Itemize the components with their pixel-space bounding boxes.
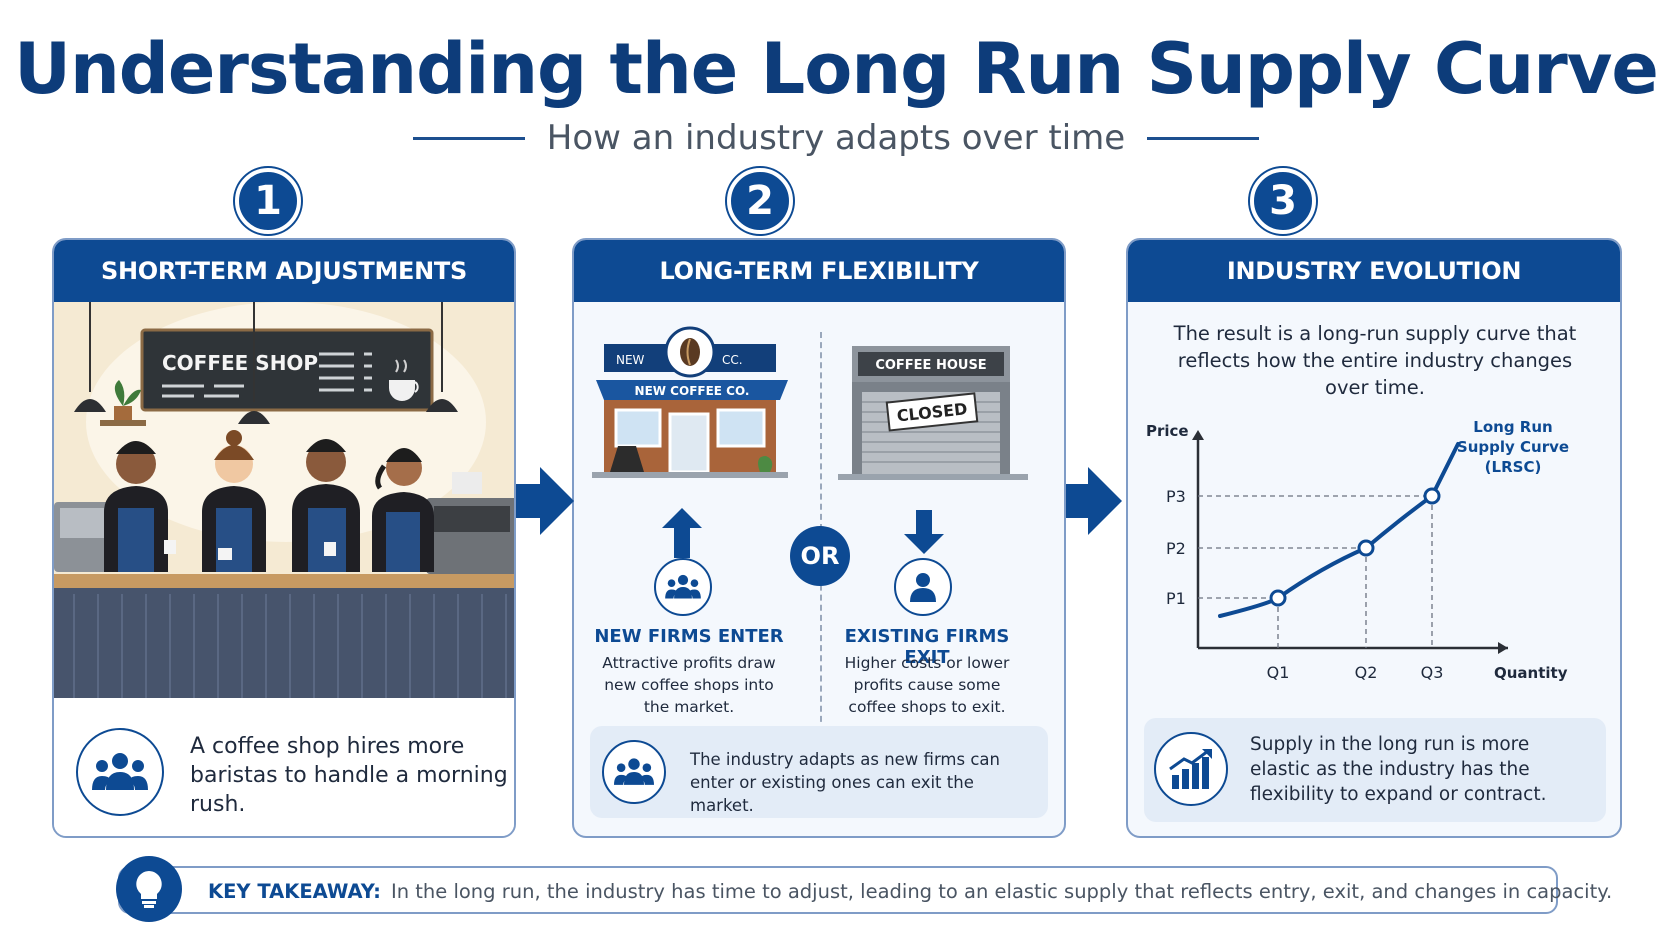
page-subtitle: How an industry adapts over time [546,118,1126,158]
people-group-icon [602,740,666,804]
arrow-down-icon [904,510,944,554]
curve-point [1357,539,1375,557]
lrsc-curve [1218,442,1460,618]
y-tick-label: P1 [1166,589,1186,608]
subtitle-rule-right [1147,136,1260,140]
panel2-note: The industry adapts as new firms can ent… [690,750,1000,815]
menu-board-title: COFFEE SHOP [162,351,318,375]
y-tick-label: P2 [1166,539,1186,558]
panel3-note: Supply in the long run is more elastic a… [1250,734,1547,805]
key-takeaway-label: KEY TAKEAWAY: [208,880,381,903]
step-number-3: 3 [1250,168,1316,234]
subtitle-rule-left [412,136,525,140]
panel-header-long-term: LONG-TERM FLEXIBILITY [574,240,1064,302]
new-firms-icon [654,558,712,616]
panel3-note-box: Supply in the long run is more elastic a… [1144,718,1606,822]
or-badge: OR [790,526,850,586]
x-tick-label: Q1 [1267,663,1290,682]
baristas-scene-icon: COFFEE SHOP [54,302,514,698]
people-group-icon [76,728,164,816]
page-title: Understanding the Long Run Supply Curve [14,28,1659,110]
x-axis-label: Quantity [1494,664,1568,682]
person-icon [894,558,952,616]
closed-coffee-store-icon: COFFEE HOUSE CLOSED [838,346,1028,480]
barista-1 [104,441,168,572]
x-tick-label: Q2 [1355,663,1378,682]
bar-chart-growth-icon [1154,732,1228,806]
barista-3 [292,439,360,572]
flow-arrow-2 [1088,467,1122,535]
panel1-caption: A coffee shop hires more baristas to han… [190,734,508,817]
y-tick-label: P3 [1166,487,1186,506]
panel1-caption-area: A coffee shop hires more baristas to han… [54,698,514,836]
series-label: Long Run [1473,418,1552,436]
enter-title: NEW FIRMS ENTER [594,626,784,647]
panel-industry-evolution: INDUSTRY EVOLUTION The result is a long-… [1126,238,1622,838]
exit-text: Higher costs or lower profits cause some… [844,654,1010,716]
panel-long-term: LONG-TERM FLEXIBILITY NEW CC. NEW COFFEE… [572,238,1066,838]
y-axis-arrow [1192,430,1204,440]
flow-arrow-1 [540,467,574,535]
series-label: Supply Curve [1457,438,1569,456]
curve-point [1269,589,1287,607]
panel3-intro: The result is a long-run supply curve th… [1173,322,1577,399]
panel-short-term: SHORT-TERM ADJUSTMENTS COFFEE SHOP [52,238,516,838]
key-takeaway-text-row: KEY TAKEAWAY: In the long run, the indust… [208,880,1612,903]
panel-header-short-term: SHORT-TERM ADJUSTMENTS [54,240,514,302]
curve-point [1423,487,1441,505]
series-label: (LRSC) [1485,458,1542,476]
panel2-note-box: The industry adapts as new firms can ent… [590,726,1048,818]
arrow-up-icon [662,508,702,558]
coffee-shop-illustration: COFFEE SHOP [54,302,514,698]
lightbulb-icon [116,856,182,922]
flow-arrow-1-stem [516,484,542,518]
flow-arrow-2-stem [1066,484,1090,518]
old-store-sign: COFFEE HOUSE [875,358,986,373]
key-takeaway-bar: KEY TAKEAWAY: In the long run, the indust… [118,866,1612,914]
step-number-2: 2 [727,168,793,234]
exit-title: EXISTING FIRMS EXIT [844,626,1010,668]
step-number-1: 1 [235,168,301,234]
x-tick-label: Q3 [1421,663,1444,682]
x-axis-arrow [1498,642,1508,654]
panel-header-industry: INDUSTRY EVOLUTION [1128,240,1620,302]
new-coffee-store-icon: NEW CC. NEW COFFEE CO. [592,326,788,478]
enter-text: Attractive profits draw new coffee shops… [602,654,776,716]
barista-4 [372,448,434,572]
subtitle-row: How an industry adapts over time [0,118,1672,158]
key-takeaway-text: In the long run, the industry has time t… [390,880,1613,903]
svg-text:NEW: NEW [616,353,645,367]
new-store-sign: NEW COFFEE CO. [635,384,750,398]
y-axis-label: Price [1146,422,1189,440]
svg-text:CC.: CC. [722,353,743,367]
